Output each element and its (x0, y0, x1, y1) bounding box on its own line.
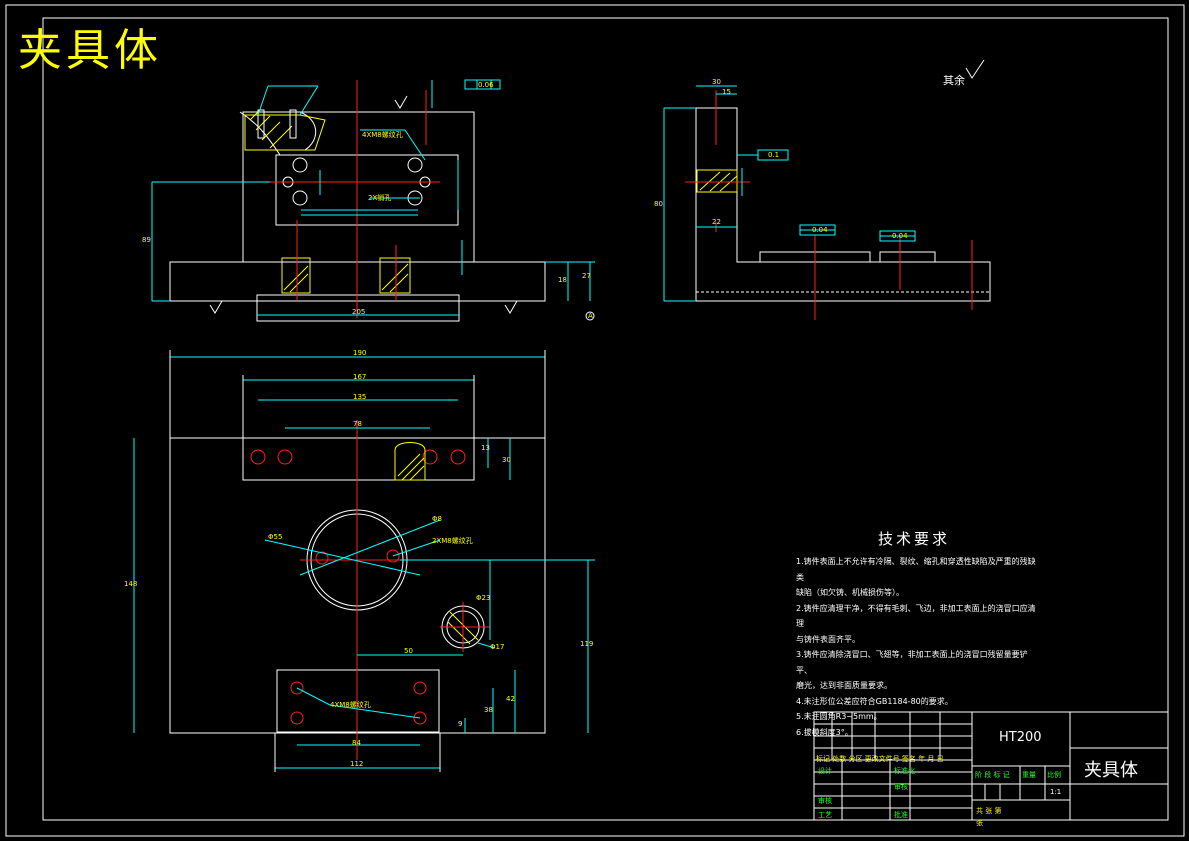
tb-review: 审核 (818, 797, 832, 805)
tb-weight: 重量 (1022, 771, 1036, 779)
front-datum-symbol (585, 311, 595, 321)
tb-stage-labels: 阶 段 标 记 (975, 771, 1010, 779)
side-tolerance-1 (757, 149, 789, 161)
tb-scale: 比例 (1047, 771, 1061, 779)
plan-centerlines (300, 420, 490, 760)
side-centerlines (685, 90, 973, 320)
dim-plan-50: 50 (404, 647, 413, 655)
tech-item: 3.铸件应清除浇冒口、飞翅等，非加工表面上的浇冒口残留量要铲平、 (796, 650, 1028, 675)
tech-item: 4.未注形位公差应符合GB1184-80的要求。 (796, 696, 953, 706)
dim-front-base-h: 18 (558, 276, 567, 284)
dim-side-15: 15 (722, 88, 731, 96)
inner-border (42, 17, 1169, 821)
outer-border (5, 4, 1185, 837)
tb-header-row: 标记 处数 分区 更改文件号 签名 年 月 日 (816, 755, 944, 763)
front-dims (151, 79, 595, 316)
title-block (813, 711, 1169, 821)
dim-plan-38: 38 (484, 706, 493, 714)
front-roughness-marks (209, 95, 518, 314)
tol-parallel-side2: 0.04 (892, 232, 908, 240)
side-dims (663, 85, 915, 302)
dim-plan-135: 135 (353, 393, 367, 401)
plan-dims (133, 356, 595, 769)
tol-parallel-top: 0.06 (478, 81, 494, 89)
material-label: HT200 (999, 730, 1042, 745)
dim-front-height: 89 (142, 236, 151, 244)
tb-approve: 批准 (894, 811, 908, 819)
dim-plan-112: 112 (350, 760, 364, 768)
dim-plan-119: 119 (580, 640, 594, 648)
tech-item: 5.未注圆角R3~5mm。 (796, 712, 882, 721)
tech-item: 6.拔模斜度3°。 (796, 727, 853, 737)
tb-sheet-of: 张 (976, 819, 983, 827)
dim-plan-d55: Φ55 (268, 533, 283, 541)
plan-hatching (394, 442, 479, 645)
dim-front-base-h2: 27 (582, 272, 591, 280)
part-name-label: 夹具体 (1084, 760, 1138, 781)
callout-4x: 4XM8螺纹孔 (362, 131, 403, 139)
side-view (695, 107, 991, 302)
tb-scale-value: 1:1 (1050, 788, 1062, 796)
tech-item: 磨光，达到非面质量要求。 (796, 681, 892, 690)
front-hatching (244, 109, 411, 294)
callout-2x-pin: 2X销孔 (368, 194, 392, 202)
front-tolerance-frame (464, 79, 501, 90)
dim-plan-13: 13 (481, 444, 490, 452)
dim-plan-d17: Φ17 (490, 643, 505, 651)
tb-check: 审核 (894, 783, 908, 791)
front-holes (257, 109, 431, 206)
dim-plan-42: 42 (506, 695, 515, 703)
tech-requirements-title: 技术要求 (878, 530, 951, 548)
callout-2x: 2XM8螺纹孔 (432, 537, 473, 545)
dim-side-height: 80 (654, 200, 663, 208)
roughness-note: 其余 (943, 74, 965, 87)
dim-plan-d8: Φ8 (432, 515, 442, 523)
dim-front-width: 205 (352, 308, 366, 316)
tb-designer: 设计 (818, 767, 832, 775)
tech-item: 缺陷（如欠铸、机械损伤等）。 (796, 588, 904, 597)
dim-side-22: 22 (712, 218, 721, 226)
dim-plan-9: 9 (458, 720, 463, 728)
side-tolerance-3 (879, 230, 916, 242)
dim-plan-30: 30 (502, 456, 511, 464)
tech-item: 2.铸件应清理干净，不得有毛刺、飞边，非加工表面上的浇冒口应清理 (796, 603, 1036, 629)
dim-plan-d23: Φ23 (476, 594, 491, 602)
tech-item: 1.铸件表面上不允许有冷隔、裂纹、缩孔和穿透性缺陷及严重的残缺类 (796, 557, 1036, 582)
side-hatching (696, 169, 738, 193)
plan-holes (250, 449, 466, 725)
tb-process: 工艺 (818, 811, 832, 819)
roughness-symbol (965, 59, 985, 79)
dim-plan-167: 167 (353, 373, 367, 381)
tol-parallel-side1: 0.04 (812, 226, 828, 234)
tech-requirements-list: 1.铸件表面上不允许有冷隔、裂纹、缩孔和穿透性缺陷及严重的残缺类 缺陷（如欠铸、… (796, 554, 1036, 740)
dim-plan-84: 84 (352, 739, 361, 747)
tol-perp-side: 0.1 (768, 151, 780, 159)
dim-plan-78: 78 (353, 420, 362, 428)
dim-side-30: 30 (712, 78, 721, 86)
datum-label: A (588, 312, 593, 320)
plan-dim-extension (169, 350, 546, 772)
tb-sheets: 共 张 第 (976, 807, 1002, 815)
dim-plan-height: 148 (124, 580, 138, 588)
callout-4x-plan: 4XM8螺纹孔 (330, 701, 371, 709)
drawing-title: 夹具体 (18, 25, 162, 76)
tb-standardization: 标准化 (894, 767, 915, 775)
front-centerlines (270, 80, 440, 318)
dim-plan-width: 190 (353, 349, 367, 357)
tech-item: 与铸件表面齐平。 (796, 634, 860, 644)
side-tolerance-2 (799, 224, 836, 236)
